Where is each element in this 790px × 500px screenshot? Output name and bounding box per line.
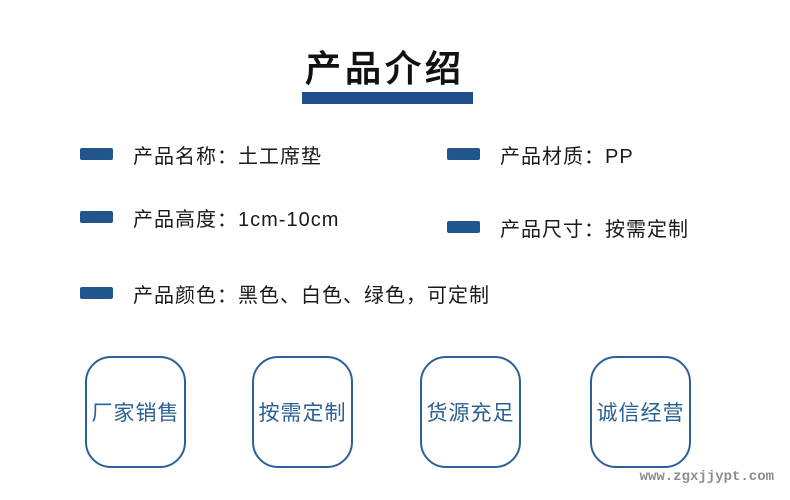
badge-ample-supply: 货源充足 [420,356,521,468]
badge-label: 货源充足 [426,402,515,425]
badge-factory-sales: 厂家销售 [85,356,186,468]
bullet-rect-icon [447,148,480,160]
title-underline-bar [302,92,473,104]
spec-text-color: 产品颜色：黑色、白色、绿色，可定制 [133,284,490,307]
watermark-url: www.zgxjjypt.com [639,469,774,485]
bullet-rect-icon [80,148,113,160]
spec-row-material: 产品材质：PP [447,142,634,168]
badge-label: 按需定制 [258,402,347,425]
badge-custom-made: 按需定制 [252,356,353,468]
spec-text-name: 产品名称：土工席垫 [133,145,322,168]
spec-row-name: 产品名称：土工席垫 [80,142,322,168]
spec-row-size: 产品尺寸：按需定制 [447,215,689,241]
spec-row-height: 产品高度：1cm-10cm [80,205,340,231]
badge-honest-business: 诚信经营 [590,356,691,468]
bullet-rect-icon [80,287,113,299]
spec-text-height: 产品高度：1cm-10cm [133,208,340,231]
spec-text-size: 产品尺寸：按需定制 [500,218,689,241]
page-title: 产品介绍 [304,48,465,89]
bullet-rect-icon [447,221,480,233]
bullet-rect-icon [80,211,113,223]
badge-label: 厂家销售 [91,402,180,425]
badge-label: 诚信经营 [596,402,685,425]
spec-text-material: 产品材质：PP [500,145,634,168]
spec-row-color: 产品颜色：黑色、白色、绿色，可定制 [80,281,490,307]
